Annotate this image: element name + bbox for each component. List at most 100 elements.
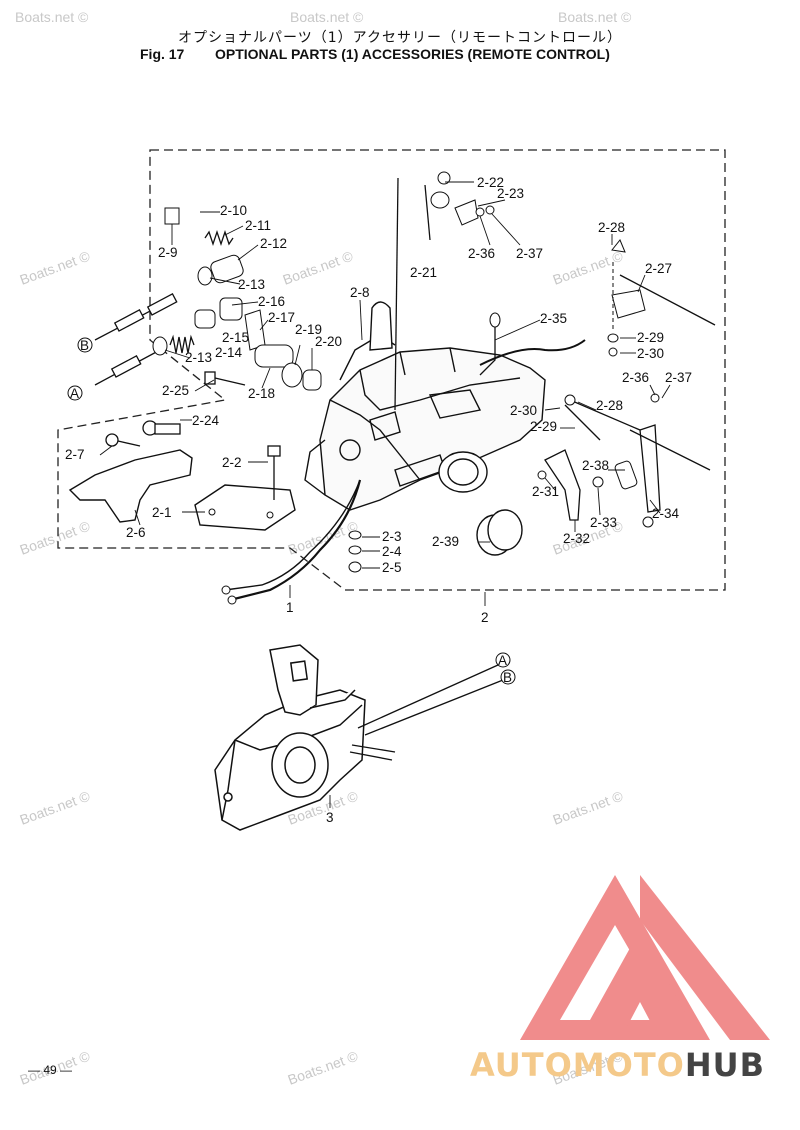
cable-2-27 <box>619 274 716 326</box>
cable-end-a <box>94 349 161 386</box>
part-label: 2-10 <box>220 203 247 218</box>
part-label: 2-35 <box>540 311 567 326</box>
watermark: Boats.net © <box>281 247 356 287</box>
collar-2-15 <box>194 309 216 329</box>
brand-wordmark: AUTOMOTOHUB <box>470 1046 765 1084</box>
part-label: 2-2 <box>222 455 242 470</box>
part-label: 2-15 <box>222 330 249 345</box>
part-label: 2-28 <box>596 398 623 413</box>
screw-2-25 <box>204 371 246 386</box>
part-label: 2-32 <box>563 531 590 546</box>
part-labels: 2-22 2-23 2-36 2-37 2-21 2-10 2-11 2-12 … <box>65 175 692 825</box>
watermark: Boats.net © <box>18 787 93 827</box>
part-label: 2-17 <box>268 310 295 325</box>
part-label: 2-11 <box>245 218 271 233</box>
leader-lines <box>99 181 671 808</box>
shaft-2-18 <box>254 344 294 368</box>
brand-logo-icon <box>520 875 770 1040</box>
callout-a: A <box>498 653 507 668</box>
part-label: 2-27 <box>645 261 672 276</box>
nut-2-37 <box>485 205 495 215</box>
watermark: Boats.net © <box>551 247 626 287</box>
part-label: 2-29 <box>530 419 557 434</box>
part-label: 2-3 <box>382 529 402 544</box>
link-2-21 <box>394 177 431 411</box>
cable-2-35 <box>479 339 586 366</box>
control-housing <box>304 334 546 511</box>
part-label: 2-1 <box>152 505 172 520</box>
part-label: 2-6 <box>126 525 146 540</box>
remote-control-box <box>214 644 366 831</box>
callout-b-circle <box>77 337 93 353</box>
cable-end-b <box>94 293 178 341</box>
throttle-shift-cables <box>349 664 504 761</box>
grommet-2-38 <box>614 460 638 490</box>
part-label: 2-8 <box>350 285 370 300</box>
brand-part-1: AUTOMOTO <box>470 1046 685 1084</box>
washer-2-13 <box>197 266 213 286</box>
part-label: 2 <box>481 610 489 625</box>
cap-2-39 <box>476 509 523 556</box>
part-label: 2-37 <box>516 246 543 261</box>
cap-2-22 <box>437 171 451 185</box>
watermark: Boats.net © <box>286 1047 361 1087</box>
callout-a2-circle <box>495 652 511 668</box>
part-label: 2-28 <box>598 220 625 235</box>
callout-b: B <box>503 670 512 685</box>
part-label: 2-25 <box>162 383 189 398</box>
washer-2-13b <box>152 336 168 356</box>
gear-2-19 <box>281 362 303 388</box>
wire-harness-1 <box>229 479 362 602</box>
pin-2-28 <box>611 239 626 253</box>
figure-title: OPTIONAL PARTS (1) ACCESSORIES (REMOTE C… <box>215 46 610 62</box>
part-label: 2-22 <box>477 175 504 190</box>
watermark: Boats.net © <box>15 9 89 25</box>
page-number: — 49 — <box>28 1063 73 1077</box>
washer-2-29 <box>607 333 619 343</box>
part-label: 1 <box>286 600 294 615</box>
part-label: 2-30 <box>637 346 664 361</box>
callout-a-circle <box>67 385 83 401</box>
screw-2-24 <box>142 420 181 436</box>
screw-2-36 <box>475 207 485 217</box>
collar-2-20 <box>302 369 322 391</box>
watermark: Boats.net © <box>558 9 632 25</box>
part-label: 2-38 <box>582 458 609 473</box>
part-label: 2-23 <box>497 186 524 201</box>
watermark: Boats.net © <box>290 9 364 25</box>
bushing-2-22 <box>430 191 450 209</box>
screw-2-7 <box>105 433 141 447</box>
part-label: 2-21 <box>410 265 437 280</box>
nut-2-34 <box>642 516 654 528</box>
part-label: 2-31 <box>532 484 559 499</box>
part-label: 2-16 <box>258 294 285 309</box>
pin-2-9 <box>164 207 180 225</box>
clip-2-23 <box>454 199 479 226</box>
part-label: 2-36 <box>622 370 649 385</box>
collar-2-16 <box>219 297 243 321</box>
part-label: 2-39 <box>432 534 459 549</box>
callout-a: A <box>70 386 79 401</box>
part-label: 2-24 <box>192 413 220 428</box>
lever-2-8 <box>369 301 393 351</box>
spring-2-14 <box>169 334 195 354</box>
part-label: 2-9 <box>158 245 178 260</box>
part-label: 2-14 <box>215 345 243 360</box>
brand-part-2: HUB <box>684 1046 766 1084</box>
part-label: 2-36 <box>468 246 495 261</box>
bolt-2-2 <box>267 445 281 500</box>
spring-2-11 <box>204 229 234 247</box>
assembly-boundary <box>57 149 726 591</box>
part-label: 2-12 <box>260 236 287 251</box>
part-label: 2-20 <box>315 334 342 349</box>
nut-2-5 <box>348 561 362 573</box>
washer-2-4 <box>348 545 362 555</box>
bushing-2-28b <box>564 394 576 406</box>
block-2-27 <box>611 289 646 319</box>
cable-2-28b <box>629 429 711 471</box>
nut-2-30 <box>608 347 618 357</box>
screw-2-33 <box>592 476 604 488</box>
part-label: 2-30 <box>510 403 537 418</box>
part-label: 2-13 <box>185 350 212 365</box>
